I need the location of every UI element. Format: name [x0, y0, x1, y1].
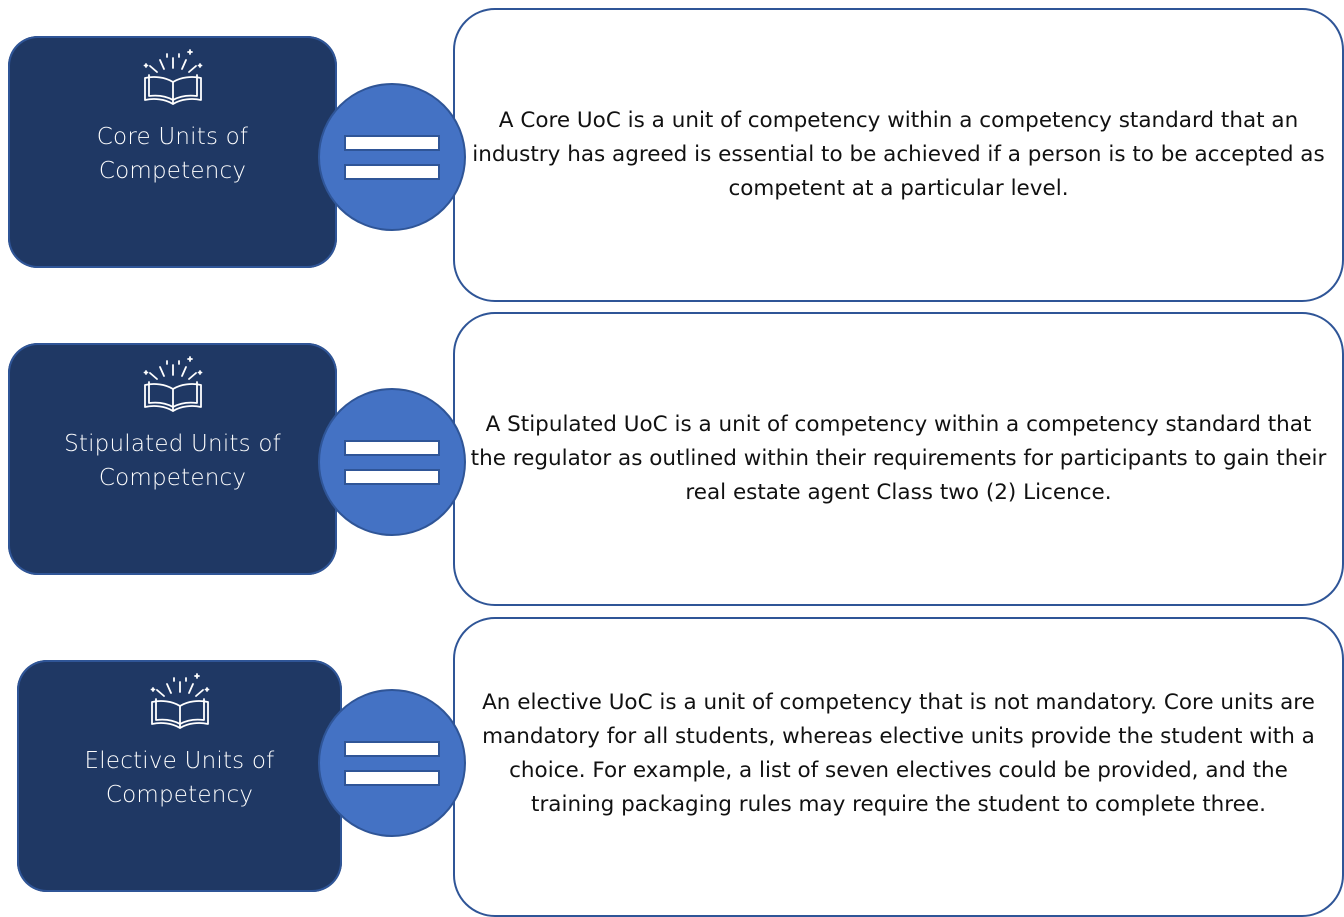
- description-text-core: A Core UoC is a unit of competency withi…: [472, 108, 1325, 201]
- open-book-icon: [143, 356, 202, 412]
- equals-bar-top: [344, 440, 440, 456]
- description-box-core: A Core UoC is a unit of competency withi…: [453, 8, 1344, 302]
- label-box-stipulated: Stipulated Units of Competency: [8, 343, 337, 575]
- equals-icon: [318, 83, 466, 231]
- equals-bar-bottom: [344, 164, 440, 180]
- equals-bar-top: [344, 135, 440, 151]
- description-text-elective: An elective UoC is a unit of competency …: [482, 690, 1315, 817]
- equals-bar-top: [344, 741, 440, 757]
- description-box-stipulated: A Stipulated UoC is a unit of competency…: [453, 312, 1344, 606]
- open-book-icon: [150, 673, 209, 729]
- label-text-core: Core Units of Competency: [96, 124, 249, 184]
- description-box-elective: An elective UoC is a unit of competency …: [453, 617, 1344, 917]
- equals-icon: [318, 388, 466, 536]
- label-text-elective: Elective Units of Competency: [84, 748, 275, 808]
- equals-bar-bottom: [344, 469, 440, 485]
- label-text-stipulated: Stipulated Units of Competency: [64, 431, 281, 491]
- open-book-icon: [143, 49, 202, 105]
- label-box-elective: Elective Units of Competency: [17, 660, 342, 892]
- equals-bar-bottom: [344, 770, 440, 786]
- label-box-core: Core Units of Competency: [8, 36, 337, 268]
- description-text-stipulated: A Stipulated UoC is a unit of competency…: [470, 412, 1327, 505]
- equals-icon: [318, 689, 466, 837]
